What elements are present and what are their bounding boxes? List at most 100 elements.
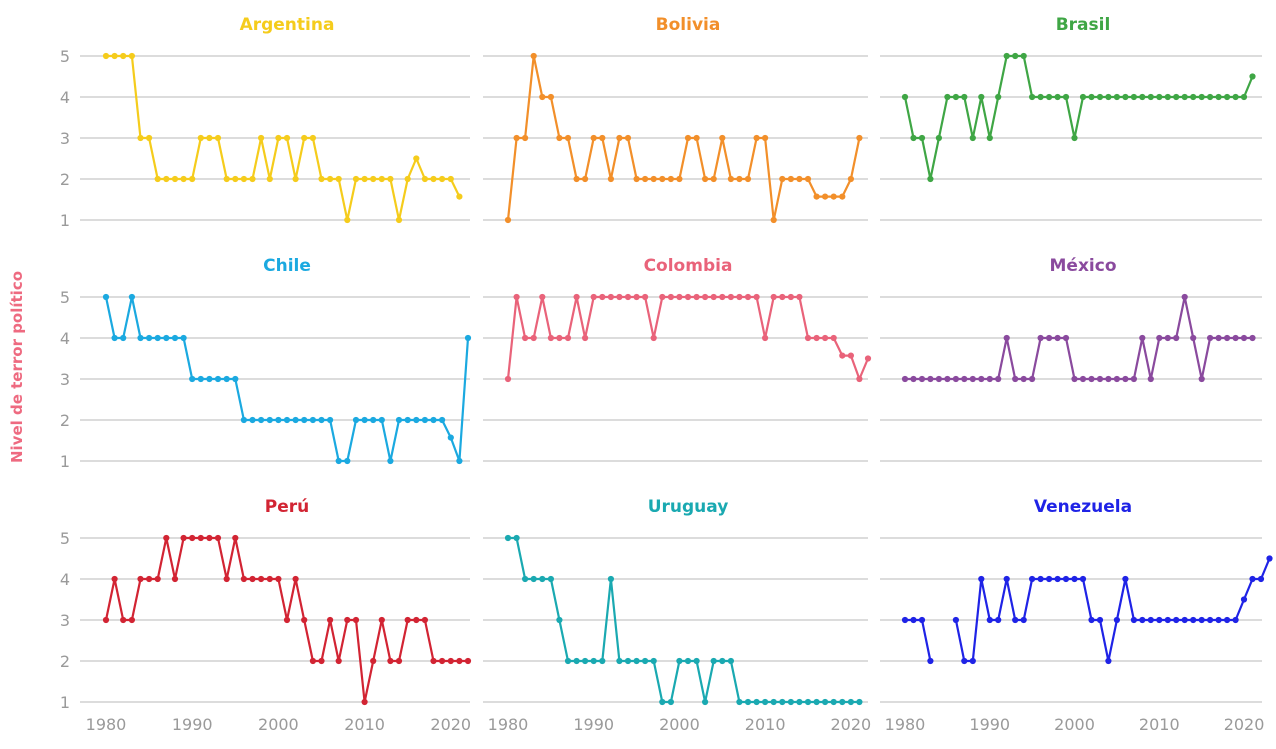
data-point	[995, 93, 1002, 101]
x-tick-label: 1980	[86, 715, 127, 734]
x-tick-label: 2010	[344, 715, 385, 734]
data-point	[1215, 93, 1222, 101]
data-point	[318, 416, 325, 424]
data-point	[830, 334, 837, 342]
data-point	[128, 293, 135, 301]
data-point	[633, 175, 640, 183]
data-point	[1240, 596, 1248, 603]
data-point	[240, 175, 247, 183]
data-point	[986, 375, 993, 383]
data-point	[522, 575, 529, 583]
data-point	[223, 575, 230, 583]
data-point	[969, 375, 976, 383]
data-point	[430, 175, 437, 183]
data-point	[952, 616, 960, 624]
data-point	[830, 193, 837, 200]
data-point	[787, 175, 795, 183]
data-point	[1249, 575, 1256, 583]
data-point	[387, 175, 394, 183]
data-point	[952, 375, 960, 383]
data-point	[1020, 375, 1027, 383]
data-point	[1012, 375, 1019, 383]
data-point	[1054, 575, 1061, 583]
data-point	[702, 175, 709, 183]
data-point	[779, 175, 786, 183]
data-point	[918, 134, 926, 142]
data-point	[1096, 616, 1104, 624]
data-point	[249, 575, 256, 583]
data-point	[901, 93, 909, 101]
data-point	[684, 293, 692, 301]
data-point	[556, 334, 563, 342]
data-point	[736, 698, 743, 706]
data-point	[918, 616, 926, 624]
data-point	[944, 375, 951, 383]
data-point	[197, 534, 204, 542]
data-point	[1122, 575, 1129, 583]
data-point	[1012, 52, 1019, 60]
data-point	[421, 175, 428, 183]
x-tick-label: 2010	[1139, 715, 1180, 734]
data-point	[137, 134, 144, 142]
data-point	[344, 457, 351, 465]
data-point	[667, 175, 675, 183]
data-point	[804, 334, 812, 342]
panel-title: México	[1050, 256, 1117, 276]
y-axis-label-group: Nivel de terror político	[8, 271, 26, 463]
data-point	[710, 657, 717, 665]
data-point	[1190, 93, 1197, 101]
data-point	[275, 134, 282, 142]
data-point	[301, 416, 308, 424]
data-point	[676, 657, 683, 665]
data-point	[744, 698, 752, 706]
data-point	[969, 657, 976, 665]
data-point	[847, 698, 855, 706]
panel-title: Bolivia	[656, 15, 721, 35]
data-point	[378, 416, 385, 424]
data-point	[978, 93, 985, 101]
data-point	[240, 575, 247, 583]
data-point	[762, 334, 769, 342]
data-point	[335, 175, 342, 183]
data-point	[787, 698, 795, 706]
data-point	[796, 698, 803, 706]
data-point	[102, 293, 110, 301]
data-point	[1020, 52, 1027, 60]
y-tick-label: 2	[60, 170, 70, 189]
data-point	[120, 52, 127, 60]
data-point	[539, 575, 546, 583]
data-point	[744, 175, 752, 183]
panel-brasil: Brasil	[880, 15, 1262, 221]
data-point	[1088, 375, 1095, 383]
data-point	[856, 698, 863, 706]
data-point	[352, 416, 360, 424]
data-point	[986, 134, 993, 142]
data-point	[163, 175, 170, 183]
panel-méxico: México	[880, 256, 1262, 462]
data-point	[1122, 375, 1129, 383]
data-point	[702, 293, 709, 301]
data-point	[275, 575, 282, 583]
data-point	[952, 93, 960, 101]
data-point	[590, 293, 597, 301]
data-point	[1071, 375, 1078, 383]
data-point	[378, 616, 385, 624]
data-point	[206, 534, 213, 542]
data-point	[564, 334, 572, 342]
series-line	[954, 558, 1271, 663]
data-point	[1215, 616, 1222, 624]
data-point	[1012, 616, 1019, 624]
data-point	[327, 616, 334, 624]
data-point	[753, 698, 760, 706]
data-point	[421, 616, 428, 624]
series-line	[905, 618, 932, 662]
data-point	[547, 93, 555, 101]
data-point	[710, 175, 717, 183]
data-point	[1113, 375, 1120, 383]
data-point	[590, 657, 597, 665]
data-point	[344, 216, 351, 224]
data-point	[822, 698, 829, 706]
data-point	[404, 616, 411, 624]
